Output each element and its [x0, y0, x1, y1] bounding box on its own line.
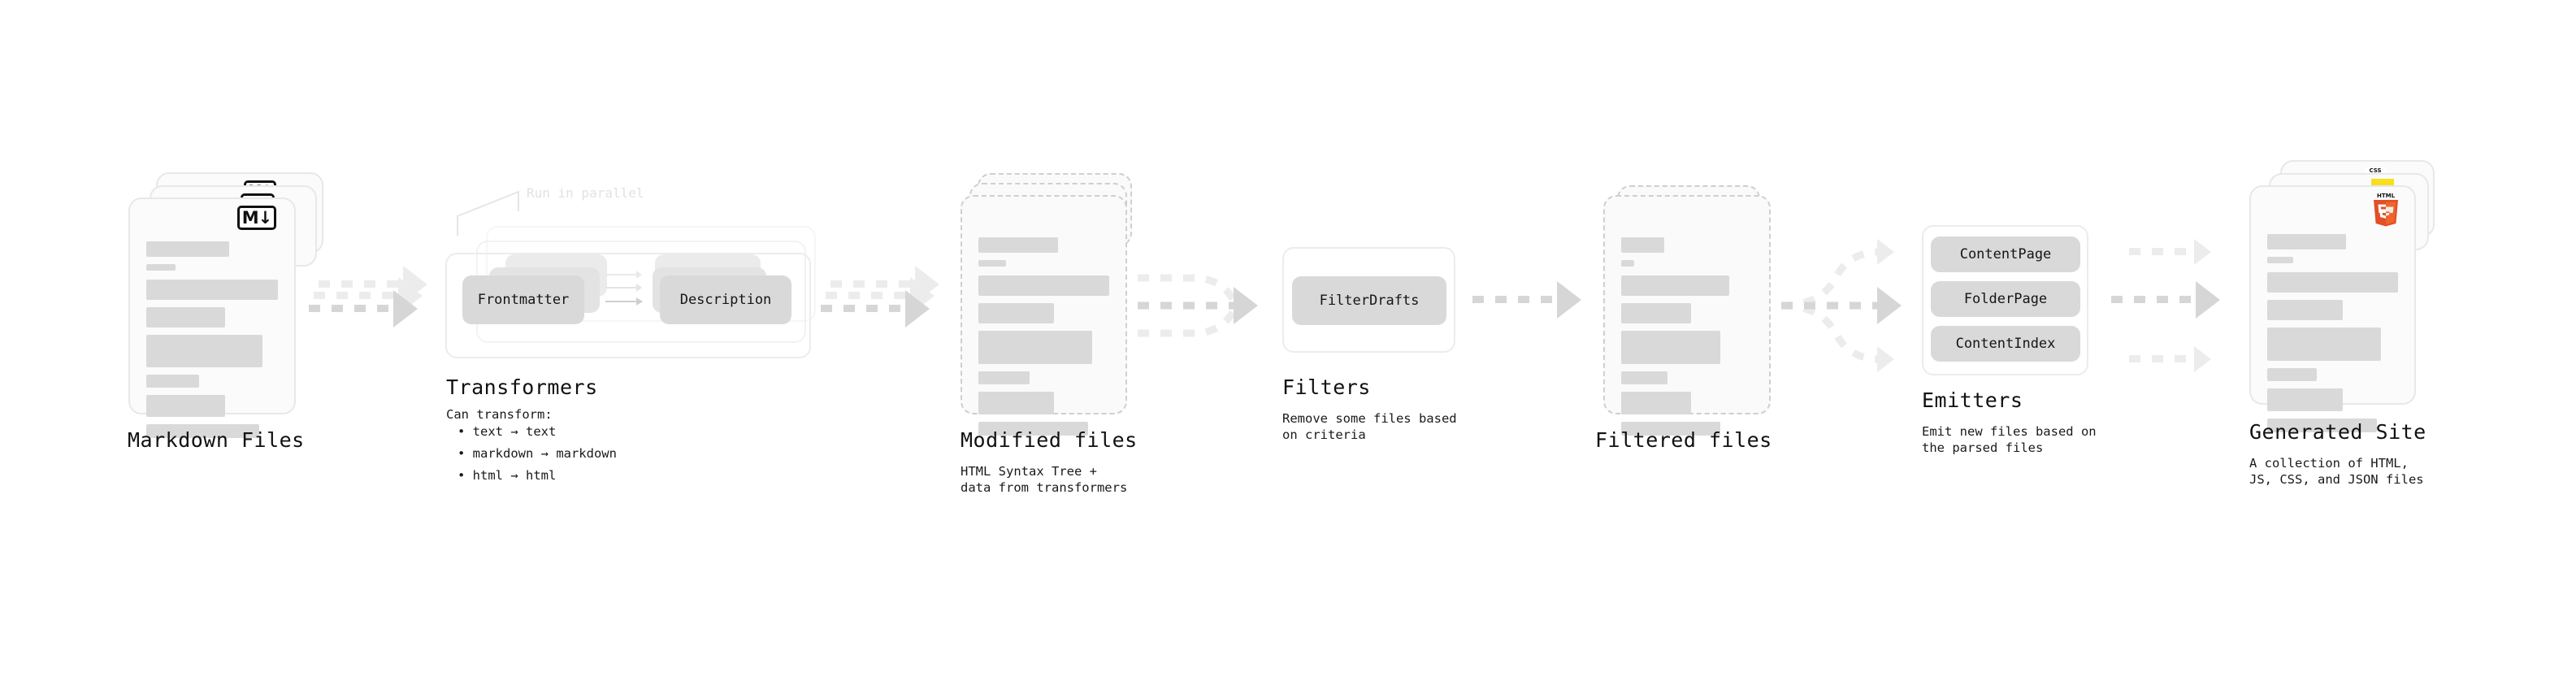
emitters-desc: Emit new files based on the parsed files [1922, 424, 2097, 455]
site-file-html [2249, 185, 2416, 432]
filters-desc: Remove some files based on criteria [1282, 411, 1457, 442]
transformers-title: Transformers [446, 375, 598, 399]
arrow-filters-head [1234, 287, 1258, 324]
markdown-badge-front: M↓ [237, 206, 276, 230]
arrow-emitter-head-top [1877, 239, 1894, 265]
modified-files-title: Modified files [961, 428, 1138, 452]
html5-icon: HTML [2370, 191, 2401, 227]
filtered-file-content [1621, 237, 1753, 443]
transformer-chip-description[interactable]: Description [660, 275, 791, 324]
run-in-parallel-bracket [455, 185, 569, 238]
arrow-filtered-to-emitters [1780, 241, 1926, 371]
filter-chip-filterdrafts[interactable]: FilterDrafts [1292, 276, 1446, 325]
arrow-emitter-head-bottom [1877, 346, 1894, 372]
emitters-group[interactable] [1922, 225, 2088, 375]
transformers-desc: Can transform: [446, 407, 553, 422]
modified-file-content [978, 237, 1109, 443]
filters-title: Filters [1282, 375, 1371, 399]
generated-site-desc: A collection of HTML, JS, CSS, and JSON … [2249, 456, 2424, 487]
filtered-file-front [1603, 195, 1771, 436]
site-file-content [2267, 234, 2398, 440]
arrow-modified-to-filters [1136, 257, 1282, 354]
transformers-bullet-3: • html → html [458, 468, 557, 483]
transformer-group-front[interactable] [445, 253, 811, 358]
emitter-chip-contentindex[interactable]: ContentIndex [1931, 326, 2080, 362]
generated-site-title: Generated Site [2249, 420, 2426, 444]
filtered-files-title: Filtered files [1595, 428, 1772, 452]
svg-text:HTML: HTML [2377, 193, 2396, 199]
transformer-chip-frontmatter[interactable]: Frontmatter [462, 275, 584, 324]
emitter-chip-contentpage[interactable]: ContentPage [1931, 236, 2080, 272]
transformers-bullet-1: • text → text [458, 424, 557, 439]
run-in-parallel-label: Run in parallel [527, 185, 644, 201]
markdown-file-content [146, 241, 278, 445]
emitters-title: Emitters [1922, 388, 2023, 412]
arrow-emitter-head-mid [1877, 287, 1902, 324]
transformers-bullet-2: • markdown → markdown [458, 446, 617, 461]
transformer-group-back [486, 226, 816, 322]
markdown-file-front [128, 197, 296, 438]
filters-group[interactable] [1282, 247, 1455, 353]
emitter-chip-folderpage[interactable]: FolderPage [1931, 281, 2080, 317]
modified-files-desc: HTML Syntax Tree + data from transformer… [961, 464, 1128, 495]
modified-file-front [961, 195, 1127, 436]
transformer-inner-arrows [605, 268, 654, 317]
markdown-files-label: Markdown Files [128, 428, 305, 452]
